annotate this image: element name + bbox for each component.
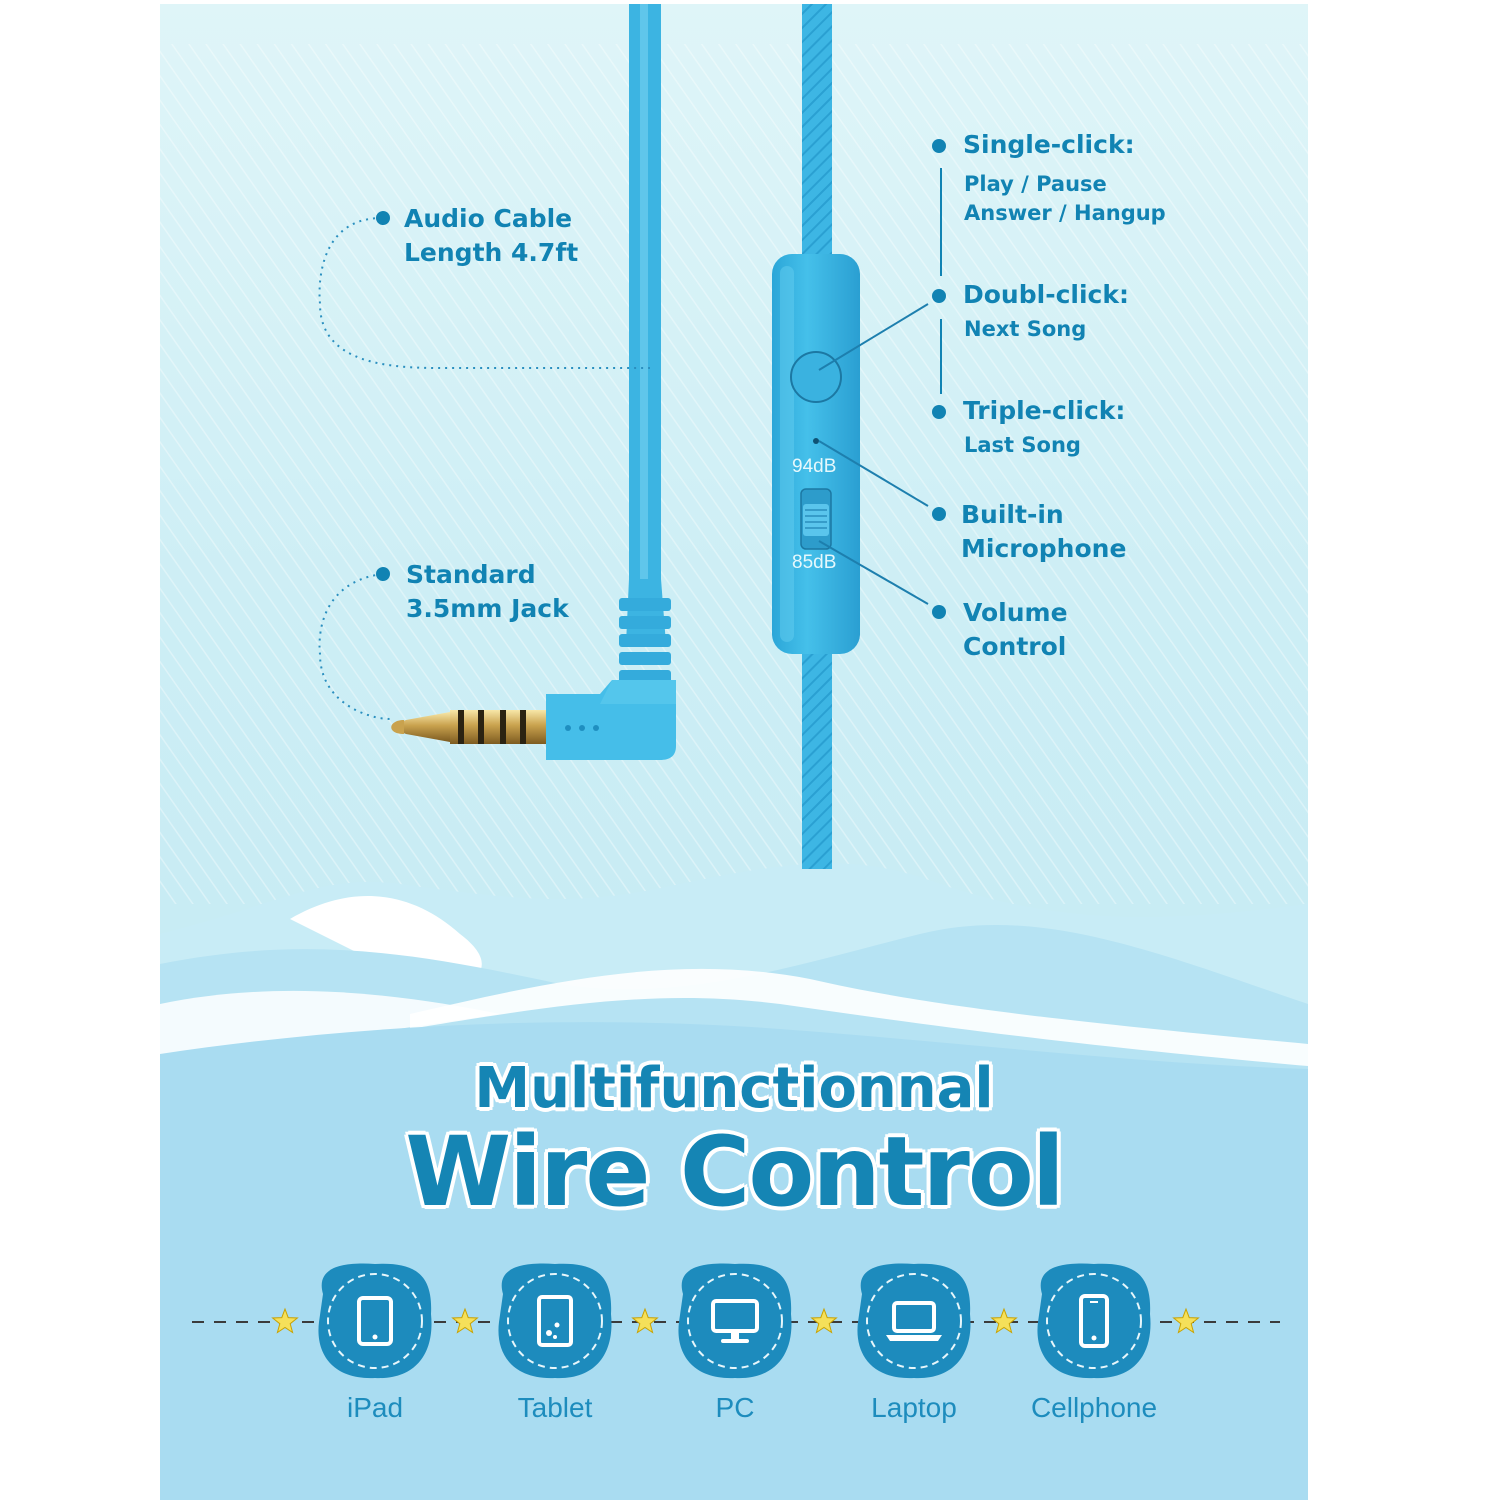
- single-click-line2: Answer / Hangup: [964, 201, 1166, 225]
- title-line2: Wire Control: [405, 1116, 1065, 1228]
- jack-callout-line1: Standard: [406, 560, 536, 589]
- microphone-line1: Built-in: [961, 500, 1064, 529]
- db-low-label: 85dB: [792, 552, 837, 573]
- ipad-icon: [357, 1296, 393, 1346]
- device-label-cellphone: Cellphone: [1030, 1392, 1158, 1423]
- cable-callout-line1: Audio Cable: [404, 204, 573, 233]
- device-badge-tablet: [498, 1263, 612, 1379]
- background-art: [160, 4, 1308, 1500]
- title-line1: Multifunctionnal: [474, 1056, 994, 1121]
- audio-jack-plug: [391, 710, 546, 744]
- db-high-label: 94dB: [792, 456, 837, 477]
- microphone-callout: Built-in Microphone: [961, 498, 1126, 566]
- star-icon: [271, 1307, 299, 1334]
- device-label-pc: PC: [715, 1392, 755, 1423]
- microphone-line2: Microphone: [961, 534, 1127, 563]
- star-icon: [631, 1307, 659, 1334]
- device-label-tablet: Tablet: [517, 1392, 593, 1423]
- device-badge-laptop: [857, 1263, 971, 1379]
- single-click-line1: Play / Pause: [964, 172, 1107, 196]
- jack-callout: Standard 3.5mm Jack: [406, 558, 569, 626]
- star-icon: [810, 1307, 838, 1334]
- device-badge-cellphone: [1037, 1263, 1151, 1379]
- triple-click-line1: Last Song: [964, 433, 1081, 457]
- star-icon: [990, 1307, 1018, 1334]
- single-click-title: Single-click:: [963, 130, 1135, 159]
- cable-callout: Audio Cable Length 4.7ft: [404, 202, 578, 270]
- double-click-line1: Next Song: [964, 317, 1087, 341]
- device-badge-ipad: [318, 1263, 432, 1379]
- inline-remote: [772, 254, 860, 654]
- cable-callout-line2: Length 4.7ft: [404, 238, 579, 267]
- tablet-icon: [537, 1295, 573, 1347]
- device-label-laptop: Laptop: [871, 1392, 957, 1423]
- device-badges-layer: [271, 1263, 1200, 1379]
- device-badge-pc: [678, 1263, 792, 1379]
- device-label-ipad: iPad: [346, 1392, 404, 1423]
- volume-line1: Volume: [963, 598, 1068, 627]
- jack-callout-line2: 3.5mm Jack: [406, 594, 569, 623]
- pc-icon: [711, 1299, 759, 1343]
- double-click-title: Doubl-click:: [963, 280, 1129, 309]
- triple-click-title: Triple-click:: [963, 396, 1126, 425]
- volume-line2: Control: [963, 632, 1067, 661]
- volume-callout: Volume Control: [963, 596, 1068, 664]
- cellphone-icon: [1079, 1294, 1109, 1348]
- laptop-icon: [886, 1301, 942, 1341]
- star-icon: [1172, 1307, 1200, 1334]
- strain-relief: [619, 598, 671, 683]
- product-poster: Audio Cable Length 4.7ft Standard 3.5mm …: [160, 4, 1308, 1500]
- star-icon: [451, 1307, 479, 1334]
